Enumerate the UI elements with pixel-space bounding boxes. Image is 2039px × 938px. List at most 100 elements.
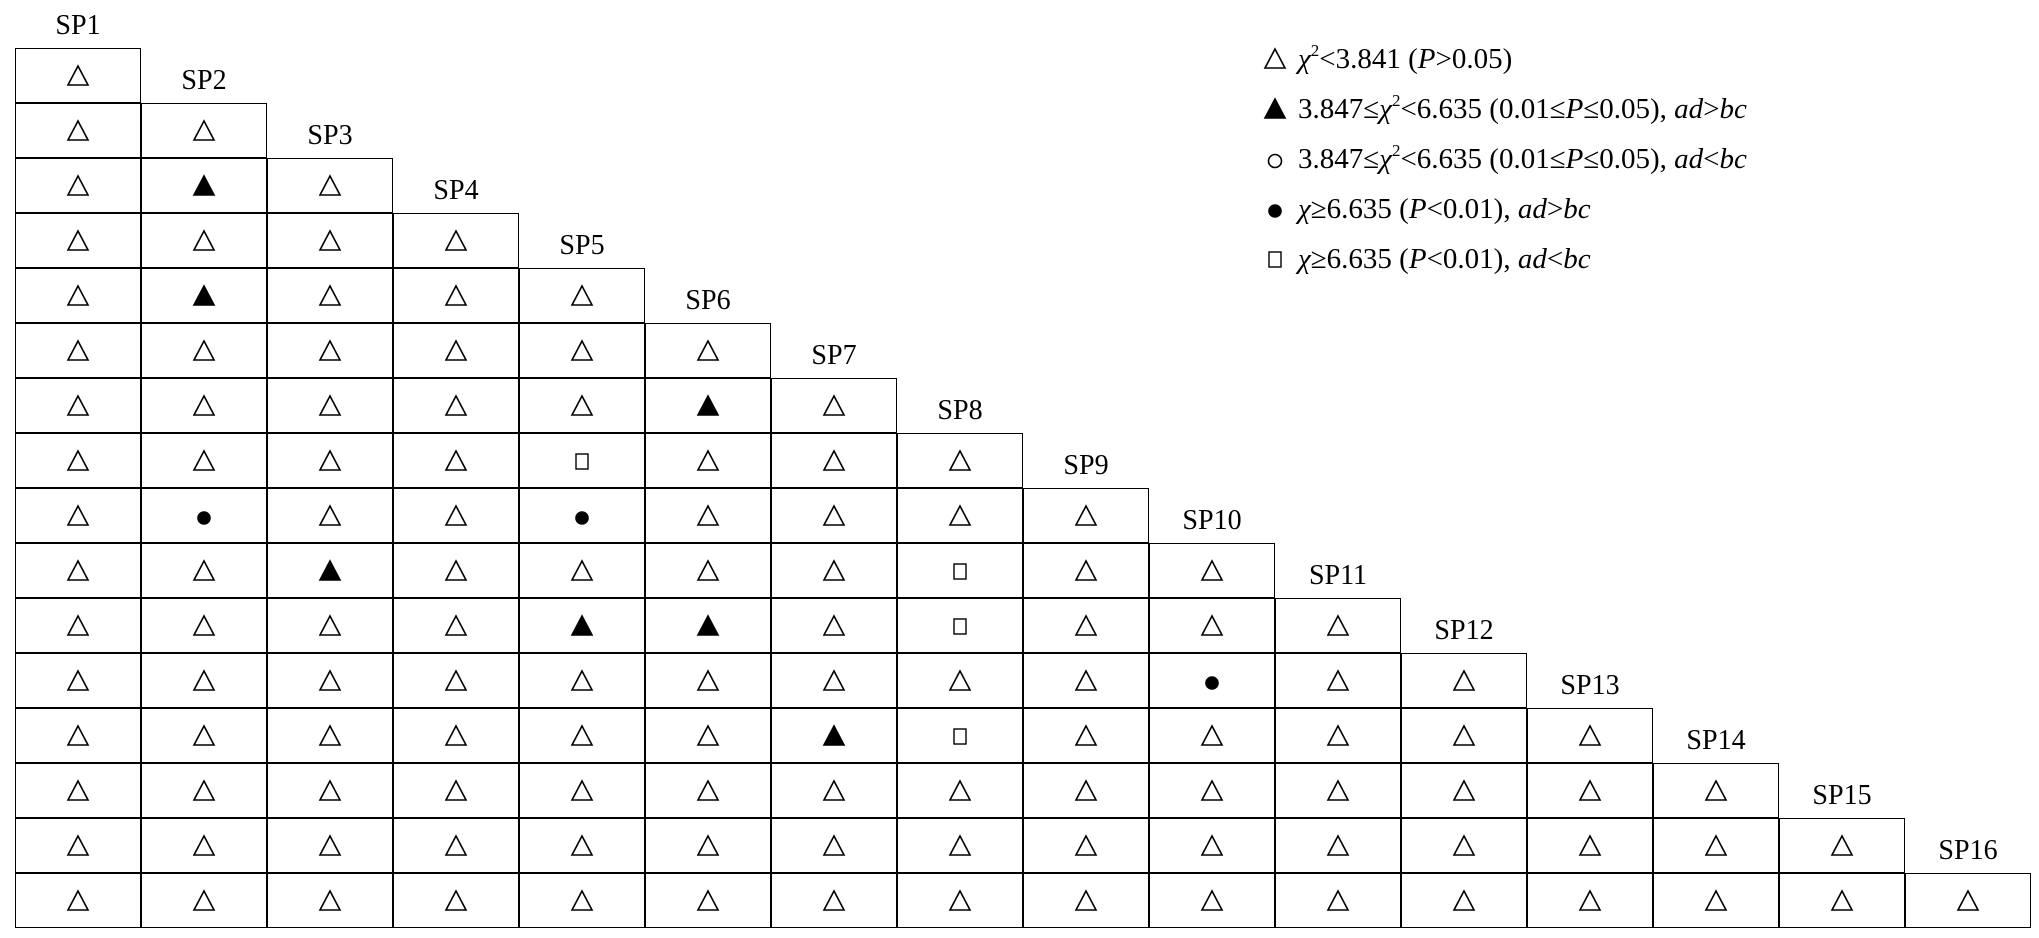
matrix-cell-r12-c4 xyxy=(393,653,519,708)
matrix-cell-r13-c8 xyxy=(897,708,1023,763)
filled-triangle-icon xyxy=(570,613,594,636)
open-triangle-icon xyxy=(1074,613,1098,636)
matrix-cell-r11-c5 xyxy=(519,598,645,653)
matrix-cell-r11-c10 xyxy=(1149,598,1275,653)
open-triangle-icon xyxy=(822,613,846,636)
matrix-cell-r3-c3 xyxy=(267,158,393,213)
open-triangle-icon xyxy=(696,888,720,911)
open-triangle-icon xyxy=(948,448,972,471)
matrix-cell-r13-c6 xyxy=(645,708,771,763)
open-triangle-icon xyxy=(318,778,342,801)
open-triangle-icon xyxy=(444,338,468,361)
matrix-cell-r16-c6 xyxy=(645,873,771,928)
matrix-cell-r15-c5 xyxy=(519,818,645,873)
matrix-cell-r16-c10 xyxy=(1149,873,1275,928)
legend-item-open-triangle: χ2<3.841 (P>0.05) xyxy=(1262,34,1747,84)
matrix-cell-r9-c2 xyxy=(141,488,267,543)
matrix-cell-r15-c13 xyxy=(1527,818,1653,873)
matrix-cell-r9-c1 xyxy=(15,488,141,543)
open-triangle-icon xyxy=(444,833,468,856)
matrix-cell-r13-c3 xyxy=(267,708,393,763)
open-triangle-icon xyxy=(1452,833,1476,856)
matrix-cell-r5-c3 xyxy=(267,268,393,323)
open-triangle-icon xyxy=(570,393,594,416)
matrix-cell-r12-c5 xyxy=(519,653,645,708)
open-triangle-icon xyxy=(1578,833,1602,856)
open-triangle-icon xyxy=(570,283,594,306)
open-triangle-icon xyxy=(822,448,846,471)
matrix-cell-r14-c2 xyxy=(141,763,267,818)
matrix-cell-r10-c3 xyxy=(267,543,393,598)
matrix-cell-r15-c9 xyxy=(1023,818,1149,873)
matrix-cell-r16-c8 xyxy=(897,873,1023,928)
open-triangle-icon xyxy=(444,558,468,581)
open-triangle-icon xyxy=(192,338,216,361)
open-triangle-icon xyxy=(696,723,720,746)
matrix-cell-r4-c3 xyxy=(267,213,393,268)
open-triangle-icon xyxy=(1452,668,1476,691)
open-triangle-icon xyxy=(948,503,972,526)
open-triangle-icon xyxy=(1074,888,1098,911)
matrix-cell-r7-c3 xyxy=(267,378,393,433)
column-header-sp15: SP15 xyxy=(1812,780,1872,811)
legend-item-open-square: χ≥6.635 (P<0.01), ad<bc xyxy=(1262,234,1747,284)
open-triangle-icon xyxy=(66,668,90,691)
open-triangle-icon xyxy=(1200,723,1224,746)
matrix-cell-r7-c4 xyxy=(393,378,519,433)
matrix-cell-r13-c12 xyxy=(1401,708,1527,763)
matrix-cell-r16-c14 xyxy=(1653,873,1779,928)
legend-label: χ≥6.635 (P<0.01), ad>bc xyxy=(1298,192,1591,225)
matrix-cell-r10-c9 xyxy=(1023,543,1149,598)
matrix-cell-r6-c5 xyxy=(519,323,645,378)
open-triangle-icon xyxy=(1200,613,1224,636)
matrix-cell-r11-c8 xyxy=(897,598,1023,653)
open-triangle-icon xyxy=(1578,778,1602,801)
matrix-cell-r16-c16 xyxy=(1905,873,2031,928)
filled-triangle-icon xyxy=(822,723,846,746)
open-triangle-icon xyxy=(822,503,846,526)
open-triangle-icon xyxy=(1578,723,1602,746)
open-triangle-icon xyxy=(1326,778,1350,801)
open-triangle-icon xyxy=(1704,888,1728,911)
matrix-cell-r2-c2 xyxy=(141,103,267,158)
matrix-cell-r7-c5 xyxy=(519,378,645,433)
legend-label: χ2<3.841 (P>0.05) xyxy=(1298,40,1513,75)
column-header-sp3: SP3 xyxy=(307,120,353,151)
matrix-cell-r14-c7 xyxy=(771,763,897,818)
legend-item-open-circle: 3.847≤χ2<6.635 (0.01≤P≤0.05), ad<bc xyxy=(1262,134,1747,184)
matrix-cell-r8-c2 xyxy=(141,433,267,488)
matrix-cell-r12-c2 xyxy=(141,653,267,708)
open-triangle-icon xyxy=(1074,833,1098,856)
matrix-cell-r11-c11 xyxy=(1275,598,1401,653)
matrix-cell-r10-c10 xyxy=(1149,543,1275,598)
open-triangle-icon xyxy=(444,503,468,526)
matrix-cell-r13-c4 xyxy=(393,708,519,763)
open-triangle-icon xyxy=(66,338,90,361)
matrix-cell-r15-c15 xyxy=(1779,818,1905,873)
matrix-cell-r11-c2 xyxy=(141,598,267,653)
open-triangle-icon xyxy=(948,833,972,856)
open-triangle-icon xyxy=(1704,833,1728,856)
open-triangle-icon xyxy=(570,888,594,911)
matrix-cell-r6-c6 xyxy=(645,323,771,378)
column-header-sp8: SP8 xyxy=(937,395,983,426)
matrix-cell-r16-c9 xyxy=(1023,873,1149,928)
matrix-cell-r14-c1 xyxy=(15,763,141,818)
matrix-cell-r15-c2 xyxy=(141,818,267,873)
matrix-cell-r10-c7 xyxy=(771,543,897,598)
open-triangle-icon xyxy=(444,888,468,911)
matrix-cell-r15-c4 xyxy=(393,818,519,873)
matrix-cell-r8-c3 xyxy=(267,433,393,488)
column-header-sp5: SP5 xyxy=(559,230,605,261)
matrix-cell-r13-c7 xyxy=(771,708,897,763)
open-triangle-icon xyxy=(1452,778,1476,801)
matrix-cell-r14-c12 xyxy=(1401,763,1527,818)
matrix-cell-r4-c1 xyxy=(15,213,141,268)
matrix-cell-r8-c5 xyxy=(519,433,645,488)
matrix-cell-r6-c3 xyxy=(267,323,393,378)
open-triangle-icon xyxy=(192,118,216,141)
open-triangle-icon xyxy=(696,503,720,526)
open-triangle-icon xyxy=(1326,833,1350,856)
open-square-icon xyxy=(953,617,967,635)
